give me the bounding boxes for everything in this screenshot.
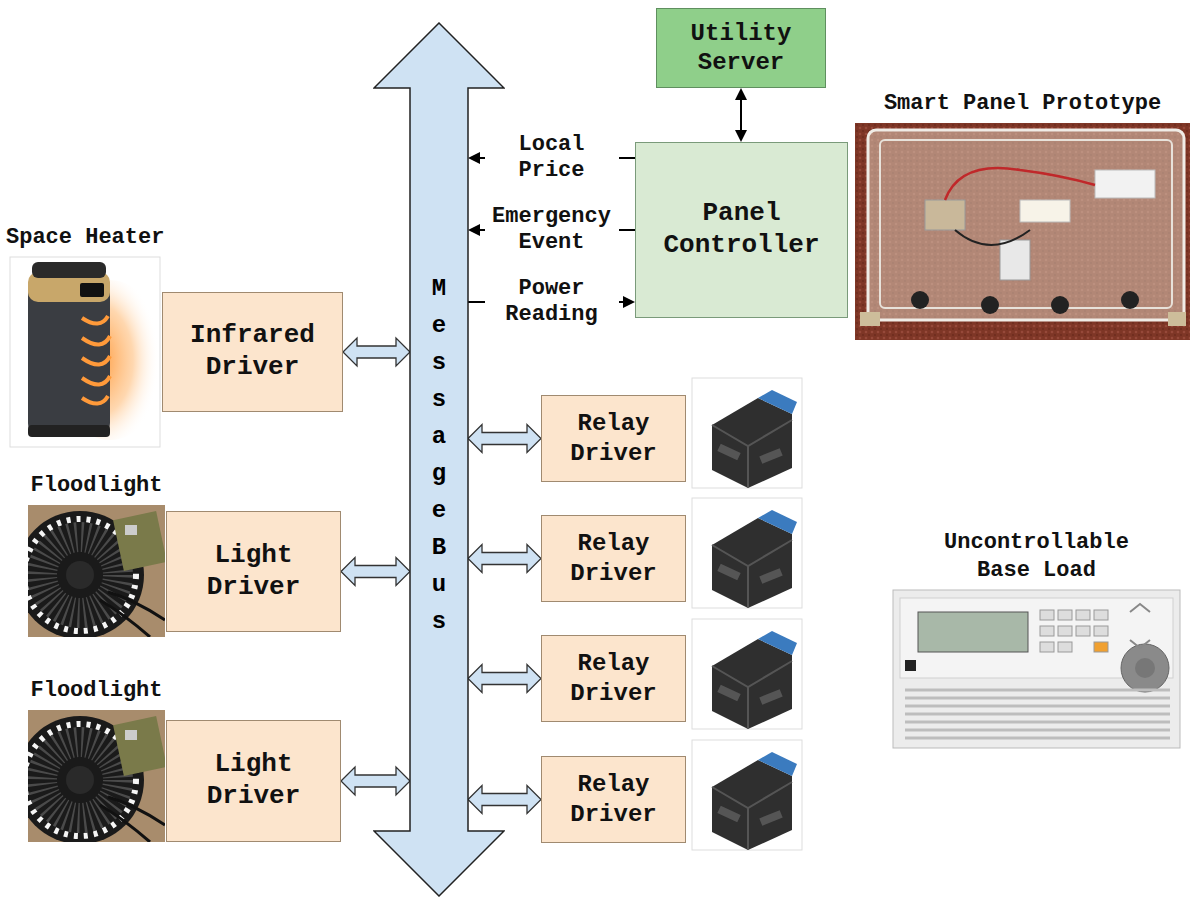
node-text: Relay Driver — [551, 409, 676, 468]
node-text: Relay Driver — [551, 770, 676, 829]
arrow-head — [735, 130, 747, 142]
photo-frame: Floodlight — [28, 505, 165, 637]
arrow-head — [623, 296, 635, 308]
base-load-photo — [893, 590, 1180, 748]
floodlight-photo — [16, 710, 167, 844]
relay-photo — [692, 740, 802, 850]
photo-heading: Uncontrollable Base Load — [922, 529, 1152, 584]
node-text: Relay Driver — [551, 649, 676, 708]
block-arrow-shape — [341, 767, 410, 795]
smart-panel-photo — [855, 123, 1190, 340]
photo-heading: Smart Panel Prototype — [884, 90, 1161, 118]
process-box: Panel Controller — [635, 142, 848, 318]
block-arrow-shape — [468, 545, 541, 573]
arrow-head — [468, 152, 480, 164]
arrow-head — [468, 224, 480, 236]
photo-frame: Smart Panel Prototype — [855, 123, 1190, 340]
arrow-shaft — [740, 99, 742, 131]
node-text: Light Driver — [176, 540, 331, 603]
block-arrow-shape — [343, 338, 410, 366]
relay-photo — [692, 498, 802, 608]
process-box: Relay Driver — [541, 395, 686, 482]
arrow-line — [735, 88, 747, 142]
relay-photo — [692, 378, 802, 488]
photo-frame: Space Heater — [10, 257, 160, 447]
block-arrow — [343, 338, 410, 366]
block-arrow — [468, 786, 541, 814]
edge-label: Power Reading — [485, 276, 619, 329]
photo-heading: Space Heater — [6, 224, 164, 252]
block-arrow — [468, 545, 541, 573]
photo-heading: Floodlight — [30, 472, 162, 500]
arrow-head — [735, 88, 747, 100]
block-arrow-shape — [468, 786, 541, 814]
photo-frame: Floodlight — [28, 710, 165, 846]
block-arrow — [341, 558, 410, 586]
process-box: Relay Driver — [541, 756, 686, 843]
space-heater-photo — [10, 257, 165, 447]
block-arrow — [468, 665, 541, 693]
photo-frame: Uncontrollable Base Load — [893, 590, 1180, 748]
photo-heading: Floodlight — [30, 677, 162, 705]
node-text: Light Driver — [176, 749, 331, 812]
relay-photo — [692, 619, 802, 729]
process-box: Utility Server — [656, 8, 826, 88]
process-box: Light Driver — [166, 720, 341, 842]
process-box: Infrared Driver — [162, 292, 343, 412]
edge-label: Emergency Event — [485, 204, 619, 257]
process-box: Light Driver — [166, 511, 341, 632]
block-arrow — [341, 767, 410, 795]
node-text: Utility Server — [666, 19, 816, 78]
node-text: Panel Controller — [645, 198, 838, 261]
bus-label: Message Bus — [427, 270, 451, 640]
block-arrow — [468, 425, 541, 453]
node-text: Infrared Driver — [172, 320, 333, 383]
floodlight-photo — [16, 505, 167, 639]
block-arrow-shape — [468, 425, 541, 453]
process-box: Relay Driver — [541, 635, 686, 722]
block-arrow-shape — [341, 558, 410, 586]
node-text: Relay Driver — [551, 529, 676, 588]
process-box: Relay Driver — [541, 515, 686, 602]
block-arrow-shape — [468, 665, 541, 693]
edge-label: Local Price — [485, 132, 619, 185]
